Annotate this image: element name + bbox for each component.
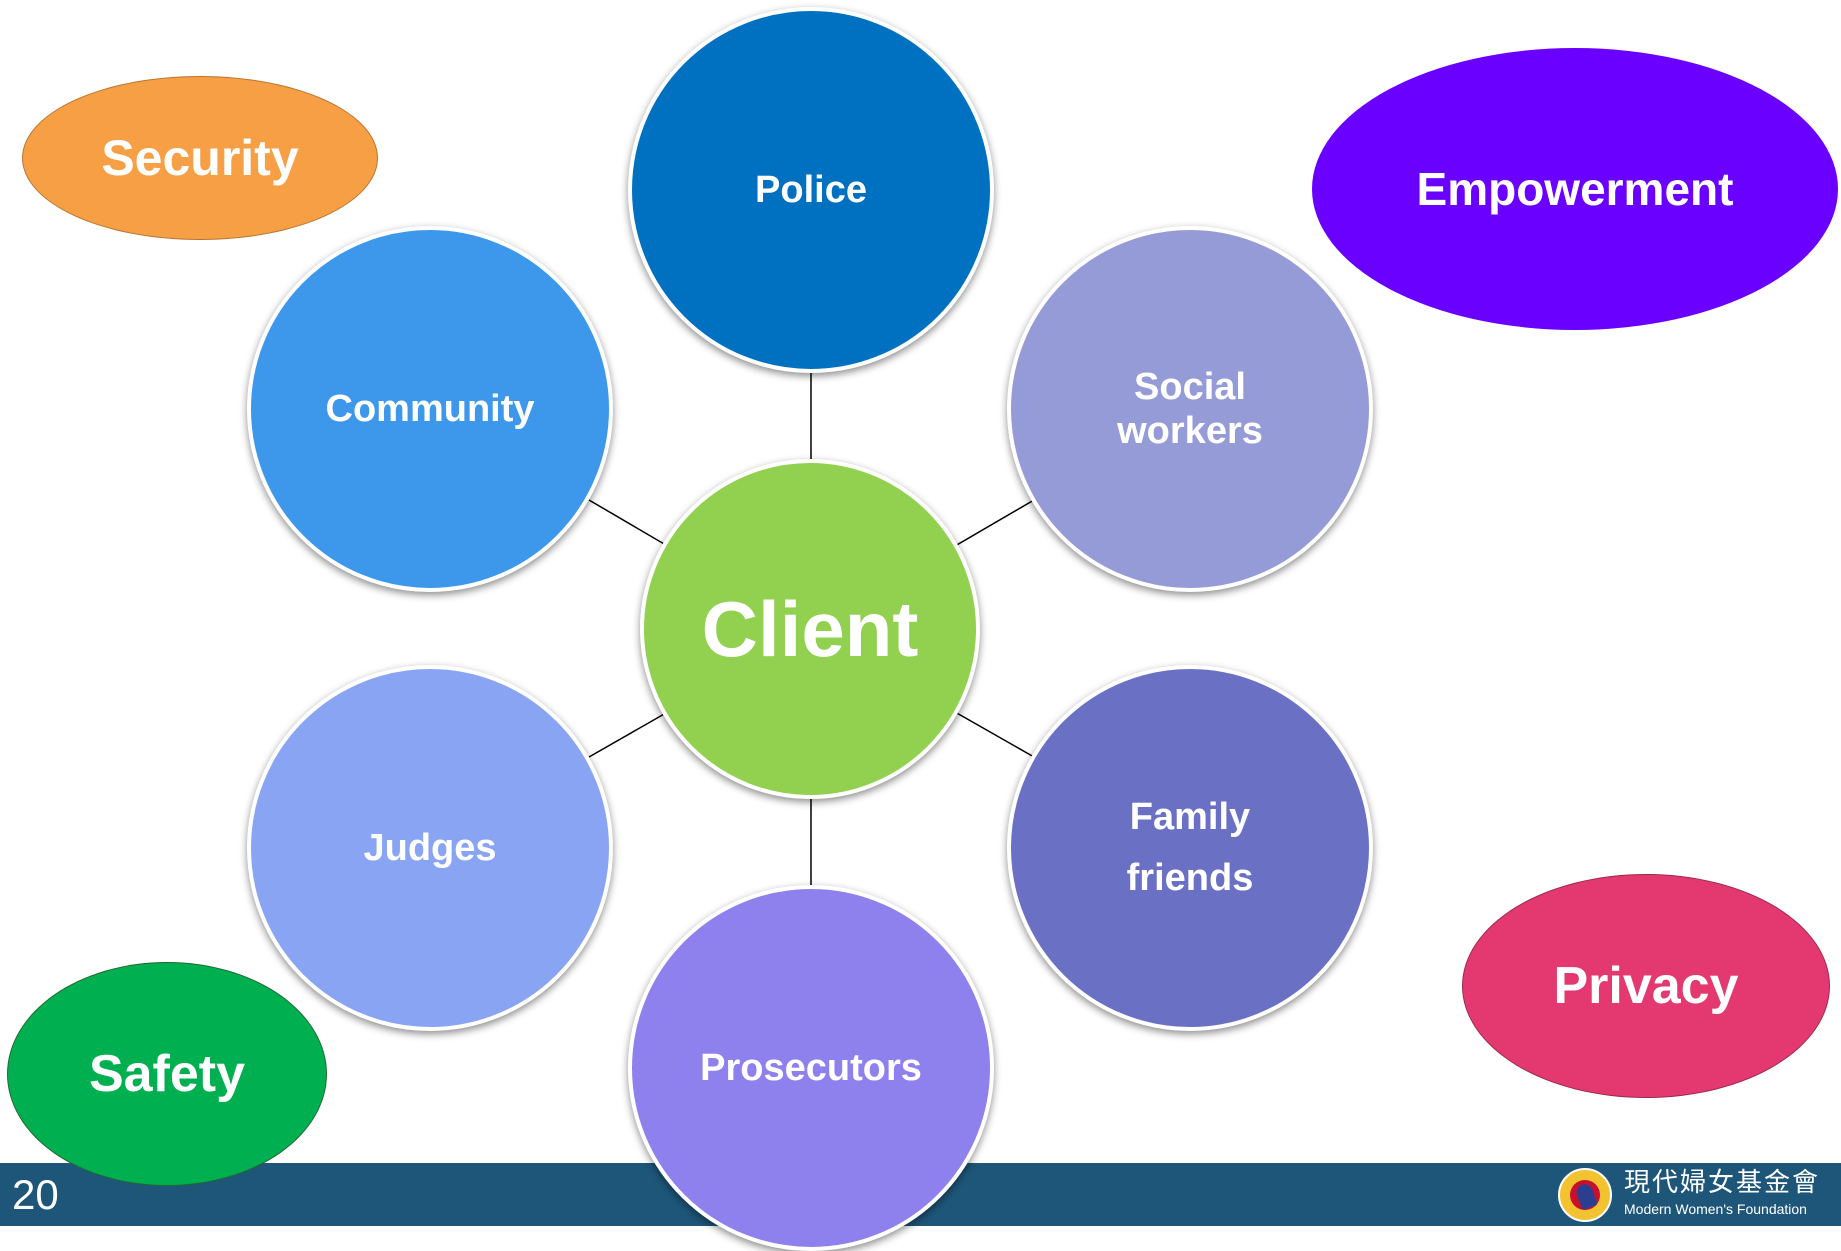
- node-social-workers-label: Social workers: [1117, 366, 1263, 452]
- node-community-label: Community: [325, 387, 535, 430]
- oval-empowerment: Empowerment: [1312, 48, 1838, 330]
- page-number: 20: [12, 1171, 59, 1218]
- foundation-logo: 現代婦女基金會 Modern Women's Foundation: [1558, 1168, 1836, 1222]
- node-police-label: Police: [755, 168, 867, 211]
- logo-name-chinese: 現代婦女基金會: [1624, 1168, 1821, 1198]
- node-community: Community: [247, 226, 613, 592]
- node-judges-label: Judges: [363, 826, 497, 869]
- node-client: Client: [640, 459, 980, 799]
- node-family-friends-label: Family friends: [1126, 796, 1254, 899]
- node-prosecutors-label: Prosecutors: [700, 1046, 922, 1089]
- foundation-emblem-icon: [1558, 1168, 1612, 1222]
- node-police: Police: [628, 7, 994, 373]
- node-family-friends: Family friends: [1007, 665, 1373, 1031]
- oval-security: Security: [22, 76, 378, 240]
- node-prosecutors: Prosecutors: [628, 885, 994, 1251]
- oval-safety: Safety: [7, 962, 327, 1186]
- oval-safety-label: Safety: [88, 1045, 246, 1103]
- node-client-label: Client: [701, 584, 919, 673]
- oval-privacy: Privacy: [1462, 874, 1830, 1098]
- oval-privacy-label: Privacy: [1553, 957, 1739, 1015]
- logo-name-english: Modern Women's Foundation: [1624, 1201, 1807, 1217]
- node-judges: Judges: [247, 665, 613, 1031]
- oval-security-label: Security: [101, 130, 299, 186]
- oval-empowerment-label: Empowerment: [1416, 163, 1734, 215]
- node-social-workers: Social workers: [1007, 226, 1373, 592]
